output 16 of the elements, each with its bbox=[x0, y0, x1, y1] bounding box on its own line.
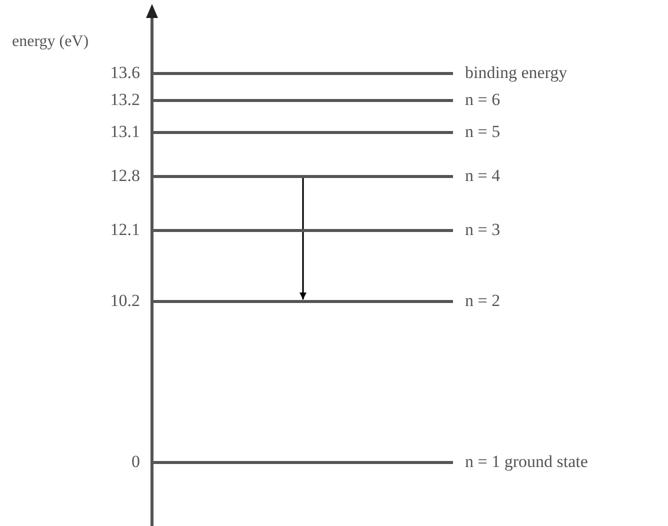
level-label: n = 3 bbox=[465, 220, 500, 240]
energy-value: 12.1 bbox=[110, 220, 140, 240]
axis-title: energy (eV) bbox=[12, 33, 89, 51]
level-label: n = 4 bbox=[465, 166, 500, 186]
level-label: binding energy bbox=[465, 63, 568, 83]
energy-value: 12.8 bbox=[110, 166, 140, 186]
level-label: n = 1 ground state bbox=[465, 452, 588, 472]
level-label: n = 2 bbox=[465, 291, 500, 311]
energy-value: 13.1 bbox=[110, 122, 140, 142]
energy-value: 13.2 bbox=[110, 90, 140, 110]
level-label: n = 5 bbox=[465, 122, 500, 142]
energy-value: 10.2 bbox=[110, 291, 140, 311]
level-label: n = 6 bbox=[465, 90, 500, 110]
energy-value: 0 bbox=[132, 452, 140, 472]
transition-arrow bbox=[300, 178, 306, 300]
energy-value: 13.6 bbox=[110, 63, 140, 83]
